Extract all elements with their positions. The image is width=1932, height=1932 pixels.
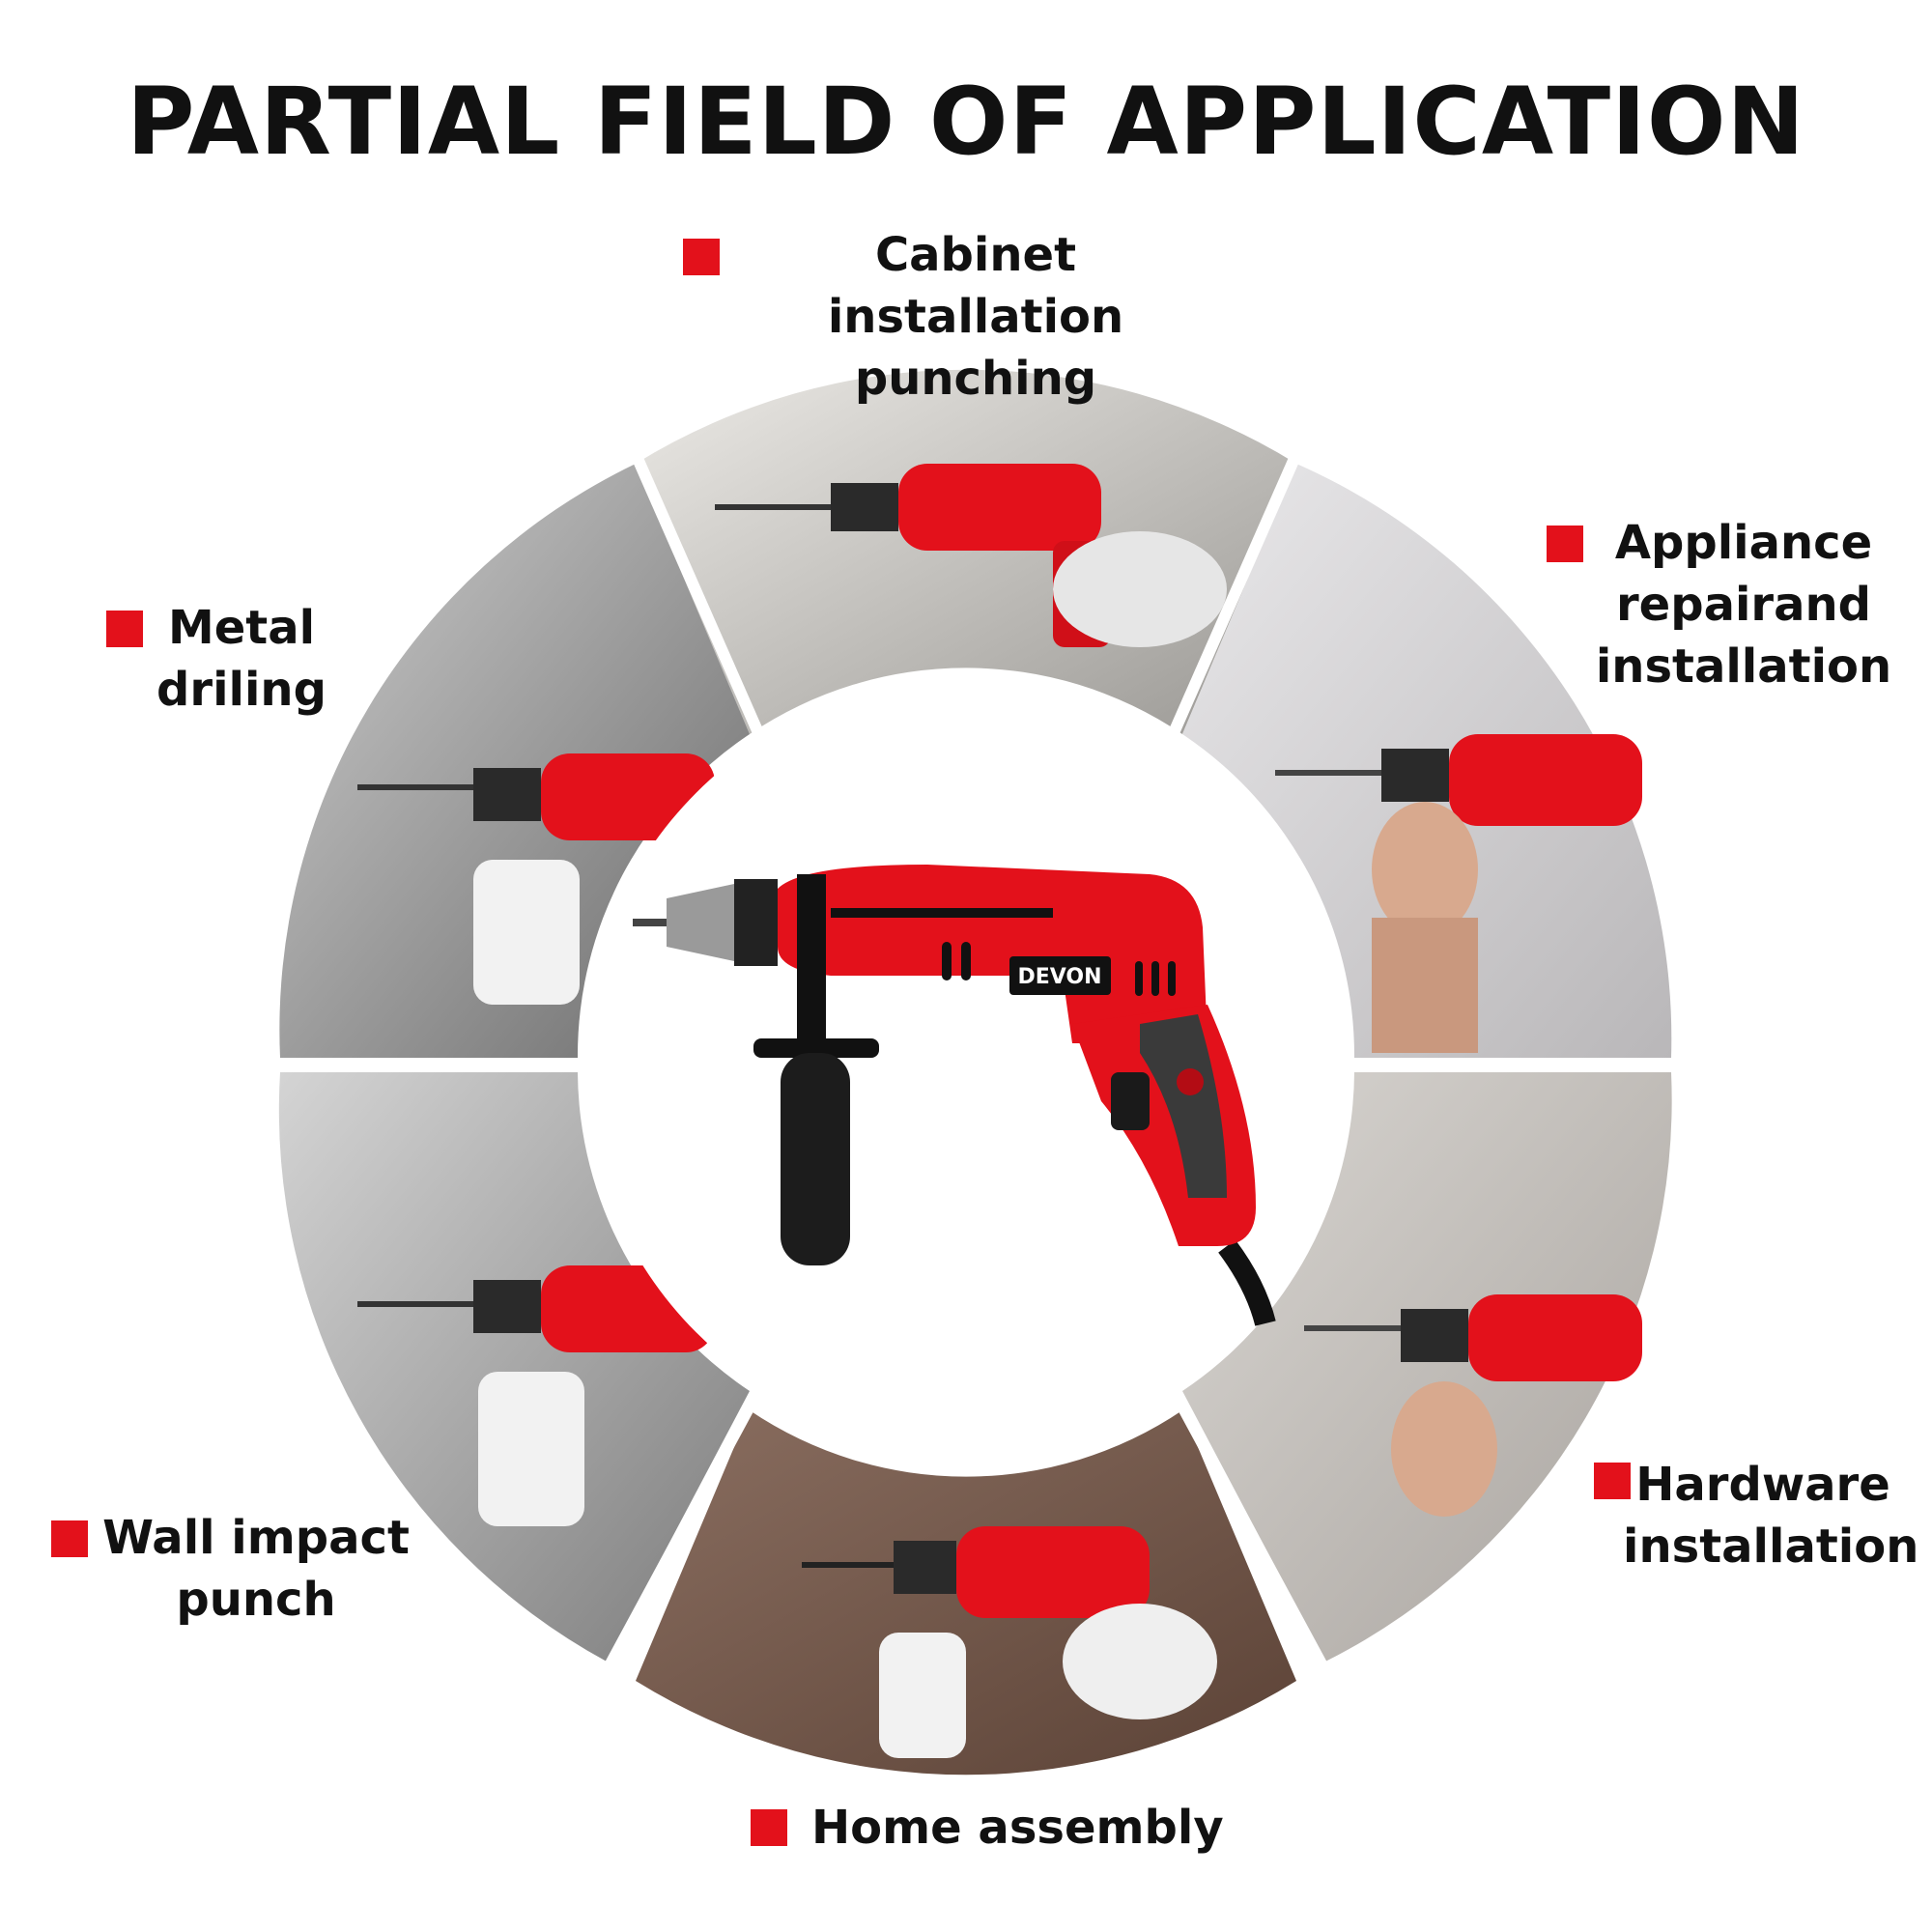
product-drill: DEVON: [633, 865, 1276, 1326]
photo-metal-drilling: [279, 464, 750, 1058]
marker-wall-impact: [51, 1520, 88, 1557]
marker-metal-drilling: [106, 611, 143, 647]
drill-icon: [802, 1526, 1217, 1758]
marker-home-assembly: [751, 1809, 787, 1846]
drill-icon: [715, 464, 1227, 647]
drill-icon: [357, 1265, 715, 1526]
brand-logo: DEVON: [1017, 965, 1101, 989]
marker-appliance: [1547, 526, 1583, 562]
label-hardware-installation: Hardware installation: [1623, 1458, 1919, 1574]
page-title: PARTIAL FIELD OF APPLICATION: [127, 68, 1805, 176]
drill-icon: [1304, 1294, 1642, 1517]
label-metal-drilling: Metal driling: [156, 601, 327, 717]
label-home-assembly: Home assembly: [811, 1801, 1224, 1855]
marker-hardware: [1594, 1463, 1631, 1499]
photo-wall-impact-punch: [278, 1072, 750, 1662]
label-appliance-repair: Appliance repairand installation: [1595, 516, 1892, 694]
drill-icon: [1275, 734, 1642, 1053]
marker-cabinet: [683, 239, 720, 275]
drill-icon: [357, 753, 715, 1005]
photo-hardware-installation: [1182, 1072, 1672, 1662]
label-cabinet-installation: Cabinet installation punching: [827, 228, 1124, 406]
label-wall-impact-punch: Wall impact punch: [102, 1511, 410, 1627]
